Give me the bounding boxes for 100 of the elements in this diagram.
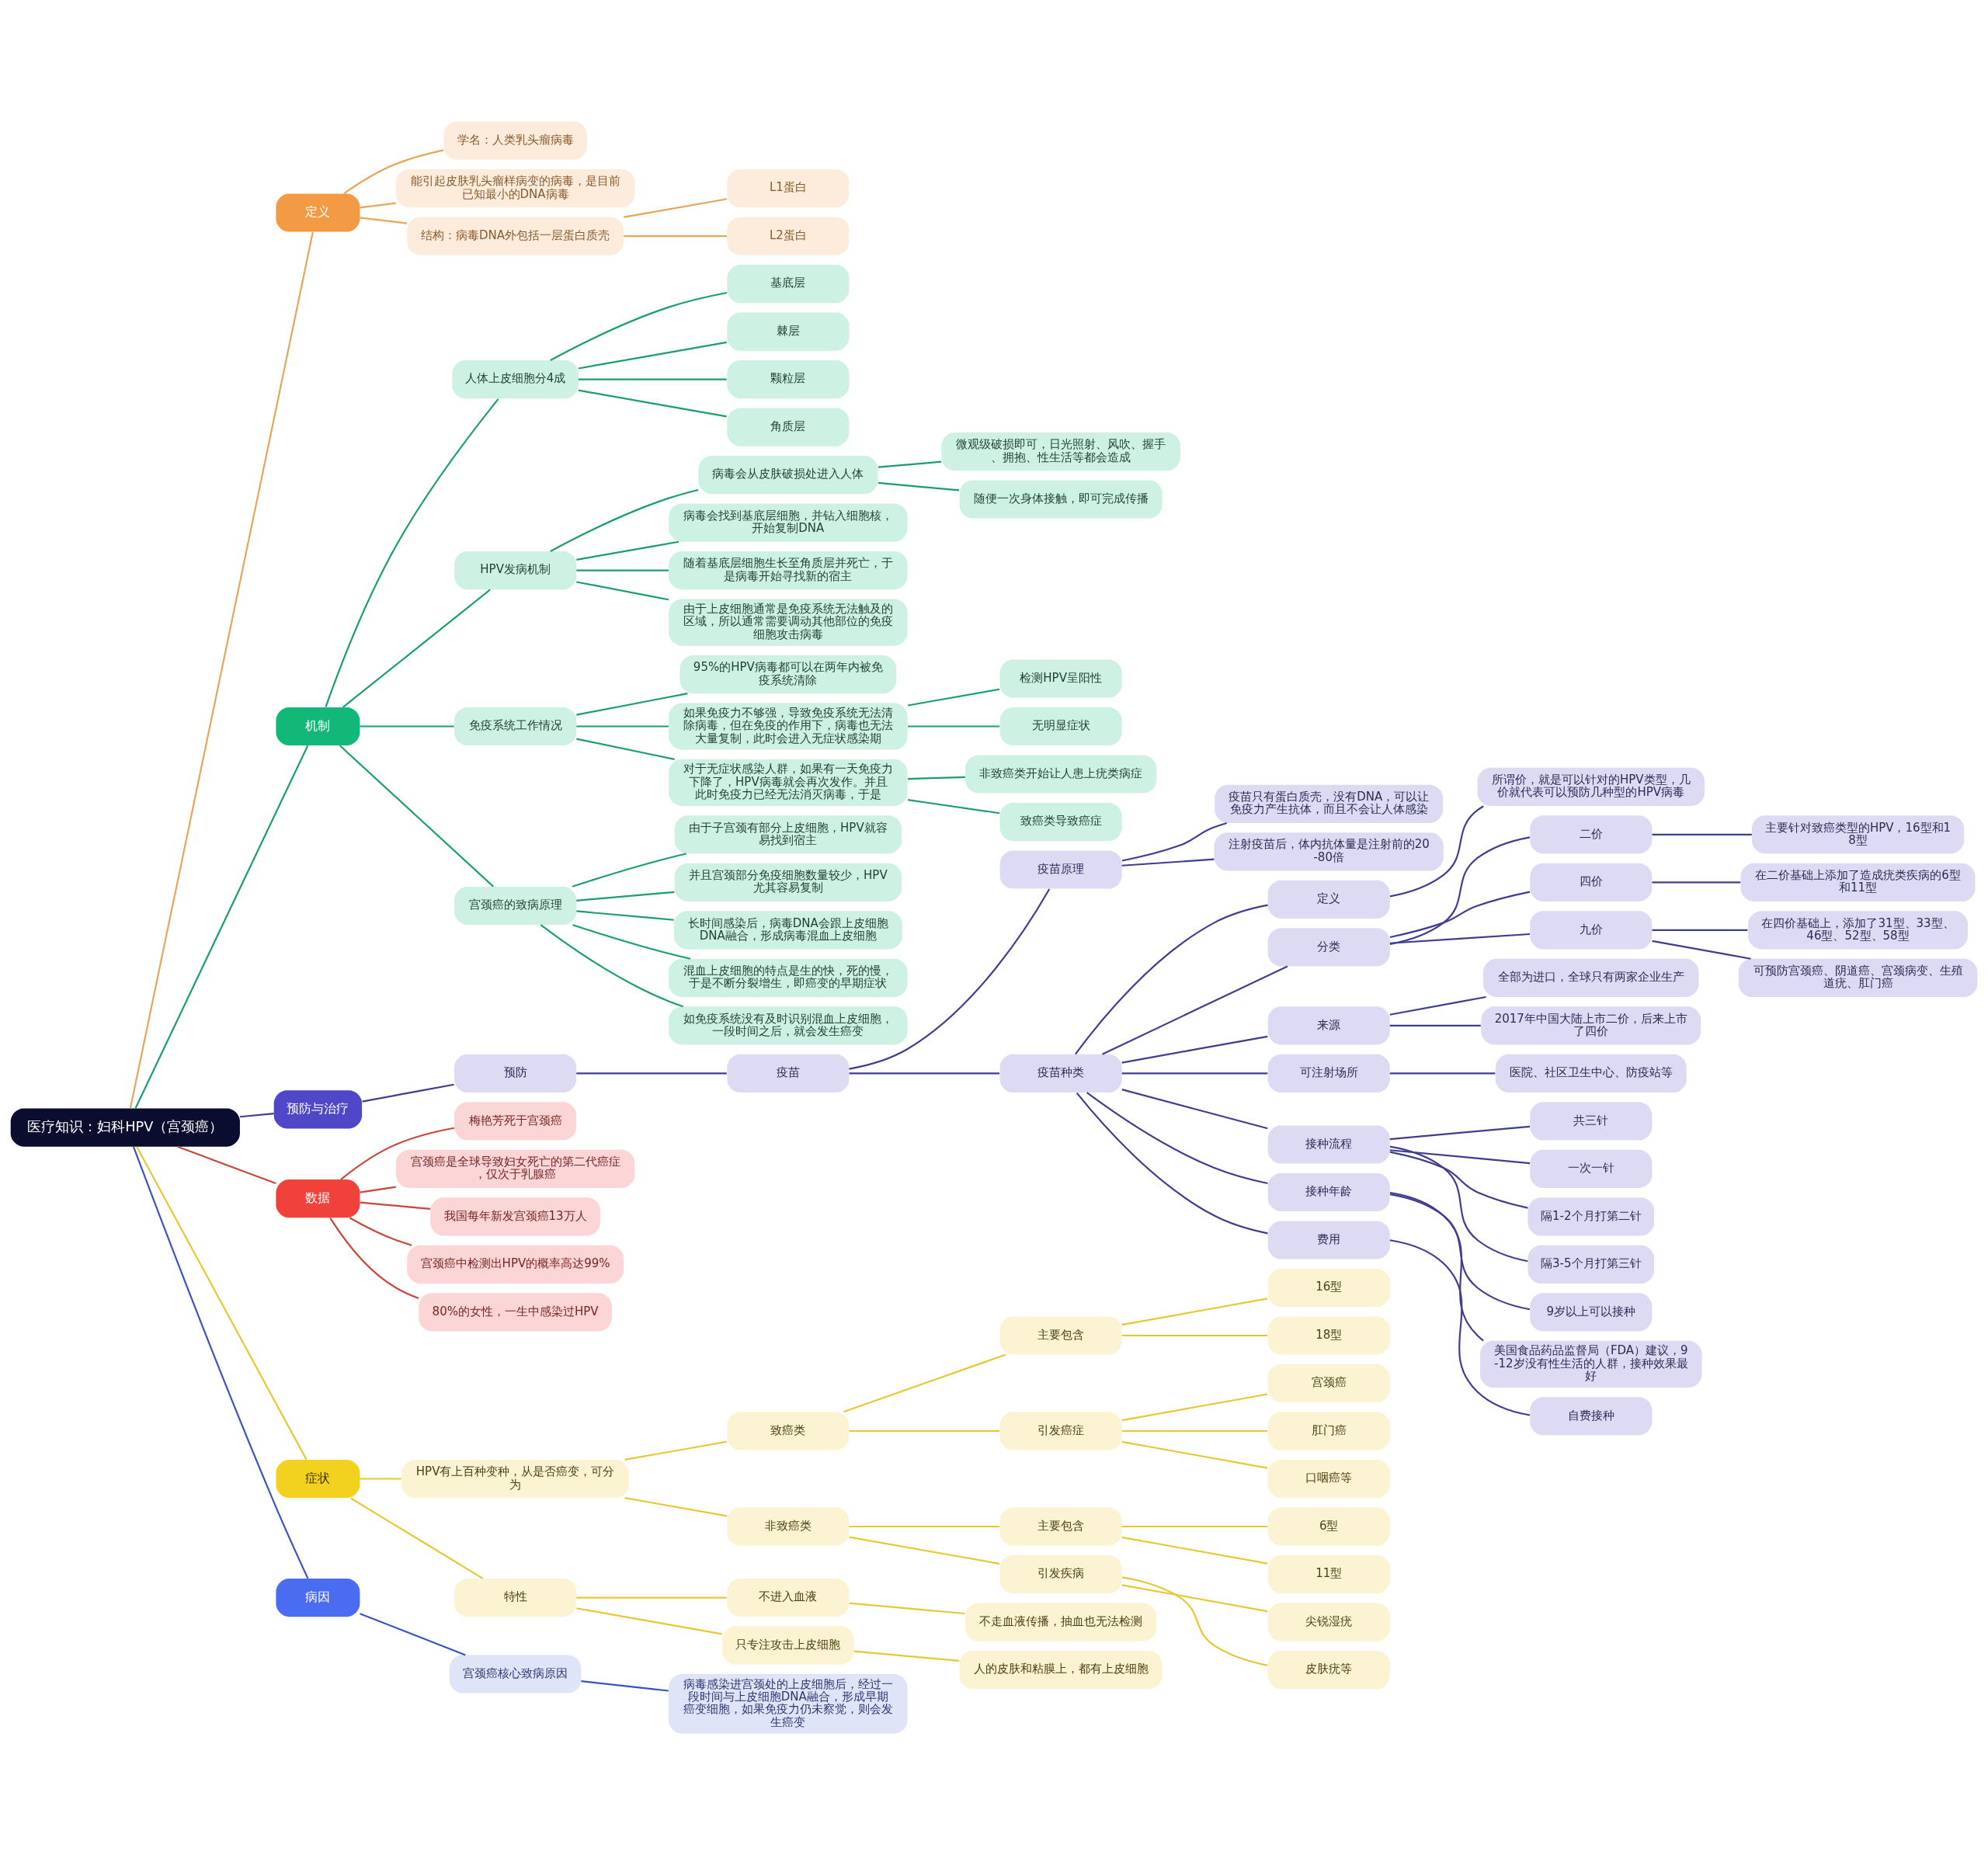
node-box: 主要针对致癌类型的HPV，16型和18型 xyxy=(1751,815,1965,854)
connector xyxy=(576,1607,722,1635)
node-box: 并且宫颈部分免疫细胞数量较少，HPV尤其容易复制 xyxy=(674,863,902,901)
connector xyxy=(1121,1536,1268,1565)
node-box: 二价 xyxy=(1530,815,1653,854)
connector xyxy=(578,378,727,380)
node-box: 隔3-5个月打第三针 xyxy=(1527,1245,1655,1284)
connector xyxy=(1389,1145,1528,1263)
node-box: 尖锐湿疣 xyxy=(1267,1603,1390,1641)
node-box: 疫苗 xyxy=(727,1054,850,1093)
connector xyxy=(1121,1072,1268,1075)
connector xyxy=(550,291,728,361)
node-box: 分类 xyxy=(1267,928,1390,967)
connector xyxy=(853,1650,960,1662)
node-box: 学名：人类乳头瘤病毒 xyxy=(443,121,587,160)
connector xyxy=(540,924,684,1008)
connector xyxy=(1121,822,1228,862)
node-box: 16型 xyxy=(1267,1268,1390,1308)
node-box: 引发疾病 xyxy=(999,1555,1122,1594)
node-box: 医疗知识：妇科HPV（宫颈癌） xyxy=(10,1108,240,1147)
connector xyxy=(907,799,1000,815)
connector xyxy=(1121,1525,1268,1528)
connector xyxy=(576,725,669,728)
node-box: 预防与治疗 xyxy=(273,1090,363,1129)
node-box: 宫颈癌的致病原理 xyxy=(454,886,577,926)
connector xyxy=(908,776,965,780)
connector xyxy=(624,234,728,238)
node-box: 梅艳芳死于宫颈癌 xyxy=(454,1102,577,1141)
connector xyxy=(1389,933,1531,944)
node-box: 棘层 xyxy=(727,312,850,351)
connector xyxy=(576,910,674,921)
node-box: 11型 xyxy=(1267,1555,1390,1594)
connector xyxy=(1121,1035,1268,1064)
node-box: 接种流程 xyxy=(1267,1125,1390,1164)
node-box: 如果免疫力不够强，导致免疫系统无法清除病毒，但在免疫的作用下，病毒也无法大量复制，此时会进入无症状感染期 xyxy=(669,703,908,750)
node-box: 颗粒层 xyxy=(727,360,850,399)
node-box: 对于无症状感染人群，如果有一天免疫力下降了，HPV病毒就会再次发作。并且此时免疫力已经无法消灭病毒，于是 xyxy=(669,759,908,806)
node-box: HPV有上百种变种，从是否癌变，可分为 xyxy=(401,1459,629,1499)
node-box: 不走血液传播，抽血也无法检测 xyxy=(965,1603,1157,1641)
node-box: 共三针 xyxy=(1530,1102,1653,1141)
connector xyxy=(908,725,1000,728)
node-box: 可注射场所 xyxy=(1267,1054,1390,1093)
connector xyxy=(339,745,494,888)
connector xyxy=(132,1146,309,1579)
connector xyxy=(572,853,686,888)
connector xyxy=(360,1186,396,1193)
connector xyxy=(360,1201,431,1211)
node-box: 2017年中国大陆上市二价，后来上市了四价 xyxy=(1481,1006,1701,1045)
node-box: 病毒会找到基底层细胞，并钻入细胞核，开始复制DNA xyxy=(669,503,908,542)
connector xyxy=(849,1072,999,1075)
node-box: 所谓价，就是可以针对的HPV类型，几价就代表可以预防几种型的HPV病毒 xyxy=(1477,767,1705,806)
node-box: 主要包含 xyxy=(999,1507,1122,1546)
connector xyxy=(1121,1440,1268,1469)
connector xyxy=(1121,1089,1268,1130)
node-box: 长时间感染后，病毒DNA会跟上皮细胞DNA融合，形成病毒混血上皮细胞 xyxy=(673,911,902,950)
connector xyxy=(849,1536,1000,1565)
connector xyxy=(849,888,1051,1070)
node-box: 致癌类导致癌症 xyxy=(999,802,1122,842)
connector xyxy=(843,1353,1006,1413)
node-box: 宫颈癌中检测出HPV的概率高达99% xyxy=(407,1245,624,1284)
node-box: 只专注攻击上皮细胞 xyxy=(722,1626,854,1665)
connector xyxy=(1121,1429,1268,1433)
connector xyxy=(1652,929,1748,931)
node-box: 机制 xyxy=(276,707,360,746)
connector xyxy=(576,1072,727,1075)
node-box: 注射疫苗后，体内抗体量是注射前的20-80倍 xyxy=(1214,832,1444,871)
node-box: 皮肤疣等 xyxy=(1267,1650,1390,1690)
connector xyxy=(129,231,314,1109)
connector xyxy=(849,1525,999,1528)
connector xyxy=(624,1497,728,1517)
connector xyxy=(360,1478,401,1480)
connector xyxy=(878,460,942,468)
node-box: 预防 xyxy=(454,1054,577,1093)
node-box: 肛门癌 xyxy=(1267,1412,1390,1450)
node-box: 微观级破损即可，日光照射、风吹、握手、拥抱、性生活等都会造成 xyxy=(941,432,1180,471)
connector xyxy=(581,1680,669,1692)
node-box: 无明显症状 xyxy=(999,707,1122,746)
connector xyxy=(360,1613,466,1656)
connector xyxy=(878,481,960,492)
node-box: 可预防宫颈癌、阴道癌、宫颈病变、生殖道疣、肛门癌 xyxy=(1738,958,1978,997)
node-box: 在二价基础上添加了造成疣类疾病的6型和11型 xyxy=(1740,863,1976,901)
node-box: 隔1-2个月打第二针 xyxy=(1527,1197,1655,1236)
node-box: 病因 xyxy=(276,1579,360,1617)
connector xyxy=(1076,1092,1268,1235)
node-box: 随着基底层细胞生长至角质层并死亡，于是病毒开始寻找新的宿主 xyxy=(669,551,908,590)
connector xyxy=(340,1127,454,1180)
connector xyxy=(1389,1151,1528,1209)
connector xyxy=(1121,1334,1268,1337)
connector xyxy=(349,1217,412,1246)
node-box: 来源 xyxy=(1267,1006,1390,1045)
node-box: 角质层 xyxy=(727,408,850,446)
node-box: 一次一针 xyxy=(1530,1149,1653,1189)
connector xyxy=(576,540,679,561)
node-box: 四价 xyxy=(1530,863,1653,901)
node-box: 9岁以上可以接种 xyxy=(1530,1293,1653,1332)
node-box: 症状 xyxy=(276,1459,360,1499)
node-box: 数据 xyxy=(276,1179,360,1218)
connector xyxy=(325,398,499,707)
connector xyxy=(1121,1393,1268,1422)
connector xyxy=(1121,858,1215,867)
